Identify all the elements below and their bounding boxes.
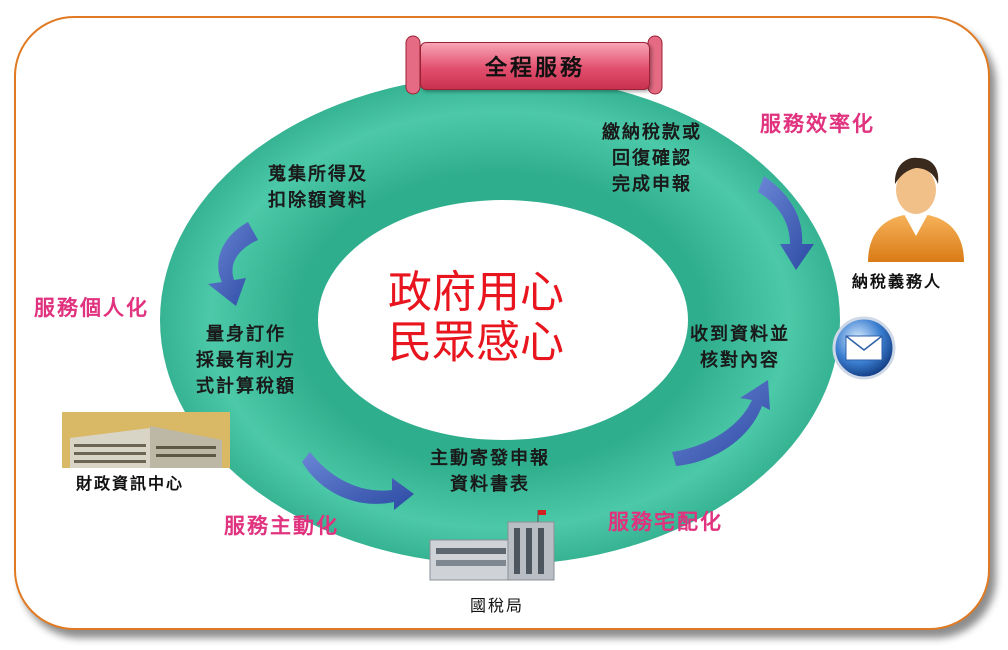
banner-ornament: [405, 35, 663, 95]
arrow-top-right-down: [758, 176, 814, 270]
arrow-right-up: [672, 380, 770, 466]
building-icon: [62, 412, 230, 468]
label-fiscal-info-center: 財政資訊中心: [76, 474, 185, 493]
title-banner: 全程服務: [420, 42, 650, 90]
cycle-ring: [160, 75, 840, 565]
label-tax-bureau: 國稅局: [470, 596, 525, 615]
label-taxpayer: 納稅義務人: [852, 272, 943, 291]
arrow-bottom-right: [302, 452, 414, 510]
tag-proactive: 服務主動化: [224, 514, 339, 538]
tag-efficiency: 服務效率化: [760, 112, 875, 136]
center-slogan: 政府用心 民眾感心: [388, 267, 564, 368]
tax-office-icon: [429, 510, 555, 581]
step-mail-forms: 主動寄發申報 資料書表: [430, 448, 550, 495]
arrow-left-down: [208, 222, 258, 306]
tag-personal: 服務個人化: [34, 296, 149, 320]
step-pay-confirm: 繳納稅款或 回復確認 完成申報: [602, 122, 702, 195]
step-tailor-calculation: 量身訂作 採最有利方 式計算稅額: [196, 324, 296, 397]
step-receive-verify: 收到資料並 核對內容: [690, 324, 790, 371]
step-collect-data: 蒐集所得及 扣除額資料: [268, 164, 368, 211]
person-icon: [868, 157, 964, 262]
tag-delivery: 服務宅配化: [608, 510, 723, 534]
envelope-icon: [832, 316, 896, 380]
